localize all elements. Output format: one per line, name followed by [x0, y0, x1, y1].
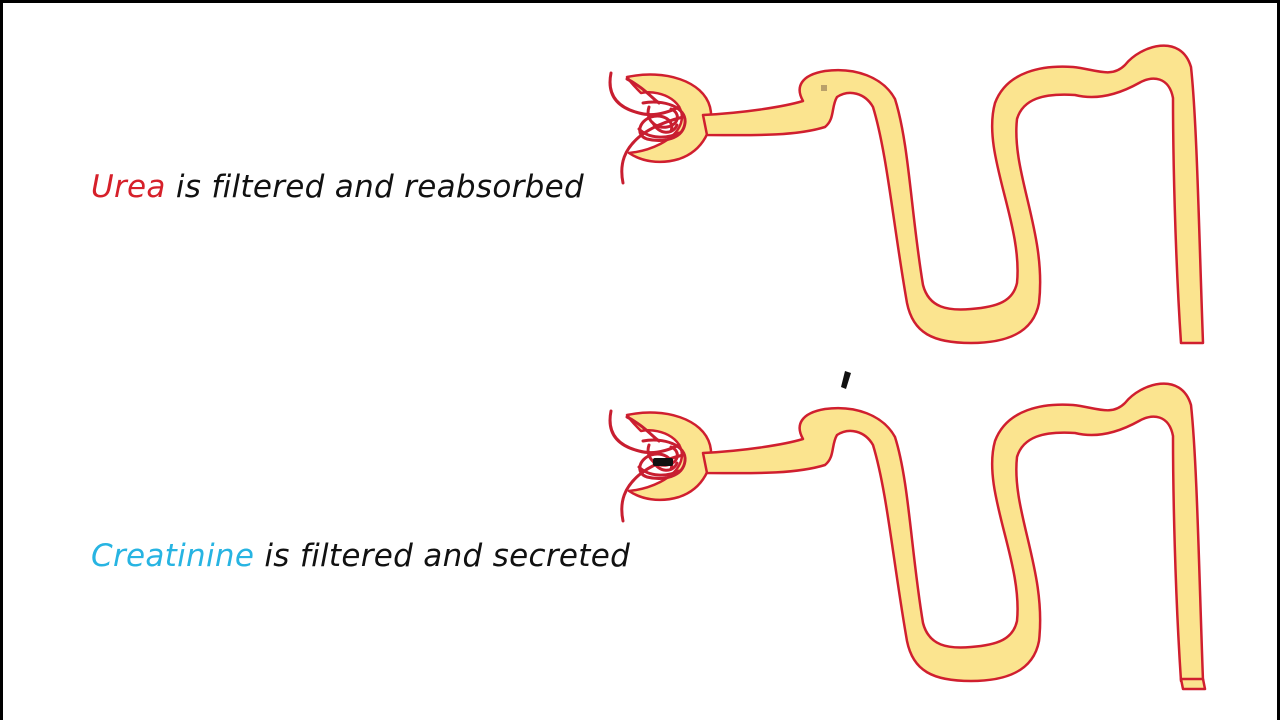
urea-term: Urea: [91, 169, 166, 205]
glomerulus-marker: [821, 85, 827, 91]
glomerulus-highlight: [653, 458, 673, 466]
nephron-diagram: .tubule { fill: #fbe48f; stroke: #d01f2f…: [608, 44, 1207, 691]
urea-caption: Urea is filtered and reabsorbed: [91, 169, 584, 205]
creatinine-caption-text: is filtered and secreted: [254, 538, 631, 574]
pen-cursor-icon: [841, 371, 851, 389]
creatinine-caption: Creatinine is filtered and secreted: [91, 538, 630, 574]
creatinine-term: Creatinine: [91, 538, 255, 574]
nephron-bottom: [608, 382, 1207, 691]
nephron-top: [608, 44, 1205, 345]
urea-caption-text: is filtered and reabsorbed: [165, 169, 584, 205]
slide-canvas: Urea is filtered and reabsorbed Creatini…: [3, 3, 1277, 720]
